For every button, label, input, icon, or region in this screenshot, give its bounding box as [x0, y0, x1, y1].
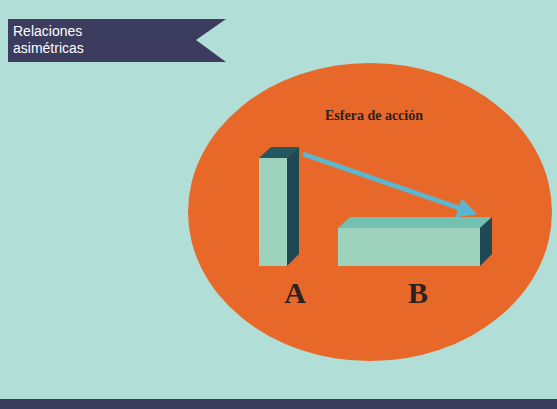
block-a: A — [259, 146, 323, 312]
block-3d — [338, 216, 492, 266]
block-b: B — [338, 216, 498, 312]
relation-arrow — [303, 154, 474, 213]
title-ribbon — [8, 19, 226, 62]
block-3d — [259, 146, 299, 266]
sphere-outline — [187, 62, 553, 362]
bottom-bar — [0, 399, 557, 409]
block-label: A — [267, 278, 323, 308]
title-text: Relaciones asimétricas — [13, 23, 99, 57]
block-label: B — [338, 278, 498, 308]
region-label: Esfera de acción — [325, 108, 423, 124]
sphere-ellipse: Esfera de acciónAB — [187, 62, 553, 362]
